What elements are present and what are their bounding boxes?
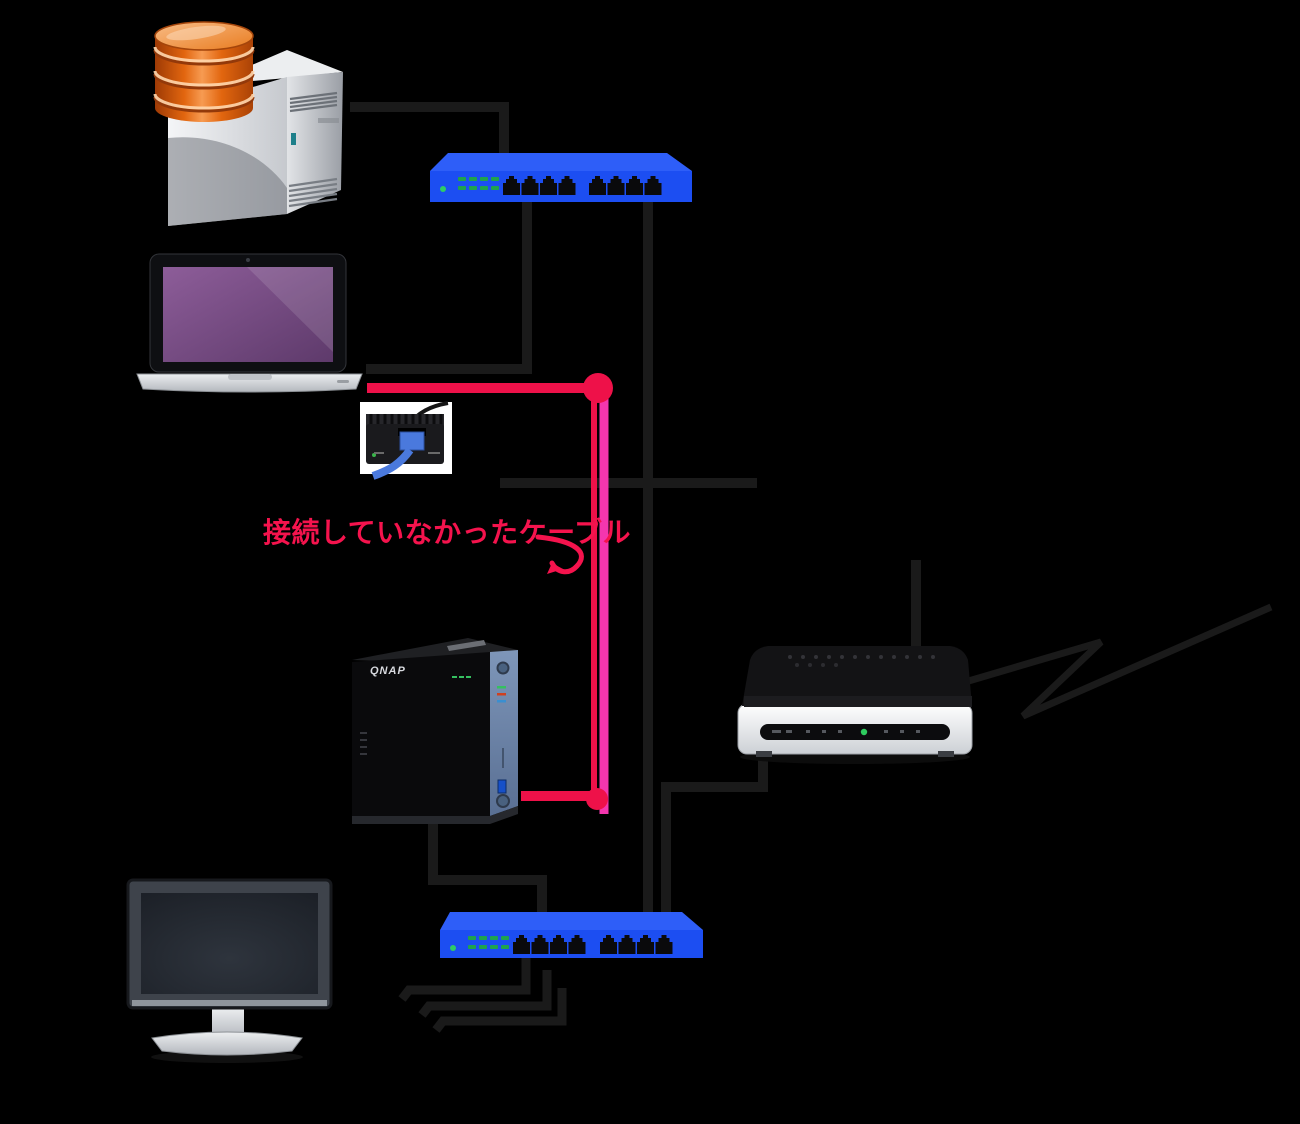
server-serial-label [318, 118, 339, 123]
nas-logo: QNAP [370, 665, 406, 677]
laptop [136, 253, 363, 393]
cable-server-to-switch [350, 102, 509, 160]
annotation: 接続していなかったケーブル [263, 516, 631, 575]
database-top-sheen [166, 25, 226, 41]
cable-hook-1 [398, 956, 531, 1002]
server-side-face [287, 72, 343, 214]
annotation-caption: 接続していなかったケーブル [263, 516, 631, 548]
cable-hook-2 [418, 970, 552, 1018]
cable-router-to-switch [661, 748, 768, 922]
nas-led-status [497, 693, 506, 696]
router-foot-left [756, 751, 772, 757]
nas-usb-port [497, 779, 507, 794]
switch-top-face [440, 912, 703, 930]
laptop-screen-glare [247, 267, 333, 352]
router-lid [742, 646, 972, 706]
switch-top-face [430, 153, 692, 171]
annotation-arrowhead [547, 563, 563, 574]
database-cylinder-icon [153, 21, 255, 122]
laptop-screen [163, 267, 333, 362]
router-front-strip [760, 724, 950, 740]
server-side-vents-top [289, 91, 338, 113]
ethernet-switch-top [430, 153, 692, 202]
laptop-base-notch [228, 374, 272, 380]
database-server [153, 21, 343, 226]
nas-bottom-strip [352, 806, 518, 824]
nas-front-leds [452, 676, 471, 678]
red-junction-dot-bottom [586, 788, 608, 810]
server-front-shadow [168, 137, 287, 226]
nas-drive-ticks [360, 732, 367, 755]
highlighted-cables [367, 373, 613, 814]
usb-ethernet-adapter [360, 401, 452, 480]
adapter-blue-plug [399, 431, 425, 451]
nas-led-lan [497, 686, 506, 689]
adapter-label-right [428, 452, 440, 454]
nas-side-panel [490, 650, 518, 816]
monitor-screen [141, 893, 318, 994]
nas-front-face [352, 652, 490, 816]
router-modem [737, 646, 973, 764]
server-power-button [291, 133, 296, 145]
router-active-led [860, 728, 868, 736]
ethernet-switch-bottom [440, 912, 703, 958]
nas-copy-button [496, 794, 510, 808]
router-vent-dots [788, 655, 935, 667]
adapter-label-left [374, 452, 384, 454]
switch-power-led [440, 186, 446, 192]
database-body [155, 36, 253, 122]
server-side-vents-bottom [288, 177, 338, 208]
laptop-base-slot [337, 380, 349, 383]
desktop-monitor [126, 878, 333, 1063]
internet-zigzag-line [954, 603, 1273, 720]
nas: QNAP [352, 638, 518, 824]
nas-top-handle [447, 640, 486, 651]
laptop-base [136, 373, 363, 393]
adapter-blue-cable [371, 447, 414, 480]
cable-nas-to-switch [428, 813, 547, 916]
router-foot-right [938, 751, 954, 757]
laptop-camera-dot [246, 258, 250, 262]
nas-power-button [496, 661, 510, 675]
switch-power-led [450, 945, 456, 951]
monitor-chin-strip [132, 1000, 327, 1006]
cable-switch-to-laptop [366, 200, 532, 374]
router-front-marks [772, 730, 920, 733]
cable-hook-3 [432, 988, 567, 1033]
router-lid-front-bevel [744, 696, 972, 707]
black-cables [350, 102, 1273, 1033]
monitor-stand-base [151, 1031, 303, 1056]
red-junction-dot-top [583, 373, 613, 403]
nas-led-usb [497, 700, 506, 703]
